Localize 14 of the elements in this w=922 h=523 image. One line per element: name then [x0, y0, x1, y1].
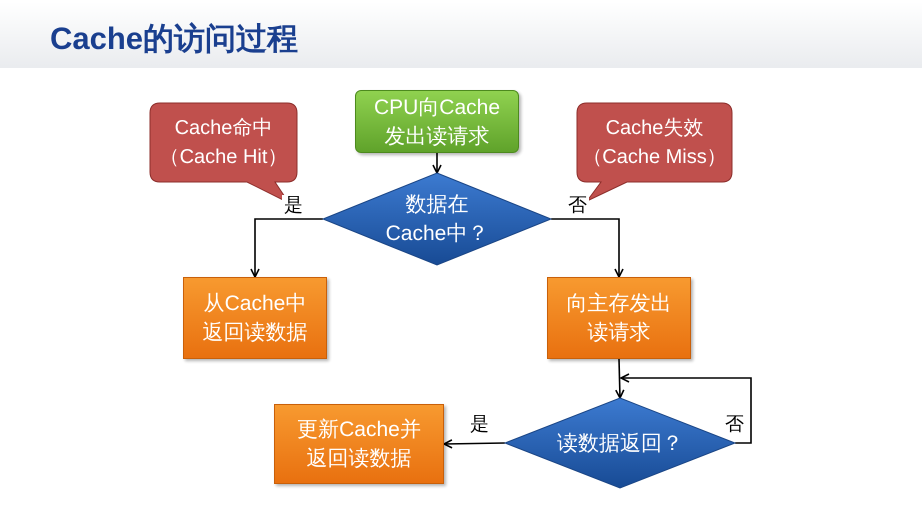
arrow [432, 153, 442, 174]
process-box: 更新Cache并返回读数据 [274, 404, 444, 484]
edge-label: 是 [468, 414, 491, 436]
slide-title: Cache的访问过程 [50, 20, 298, 58]
decision-diamond: 数据在Cache中？ [323, 173, 551, 265]
arrow [620, 373, 752, 444]
arrow [250, 218, 323, 278]
arrow [551, 218, 624, 278]
process-box: 向主存发出读请求 [547, 277, 691, 359]
process-box: CPU向Cache发出读请求 [355, 90, 519, 153]
edge-label: 是 [282, 195, 305, 217]
arrow [443, 439, 506, 449]
process-box: 从Cache中返回读数据 [183, 277, 327, 359]
arrow [615, 358, 625, 399]
